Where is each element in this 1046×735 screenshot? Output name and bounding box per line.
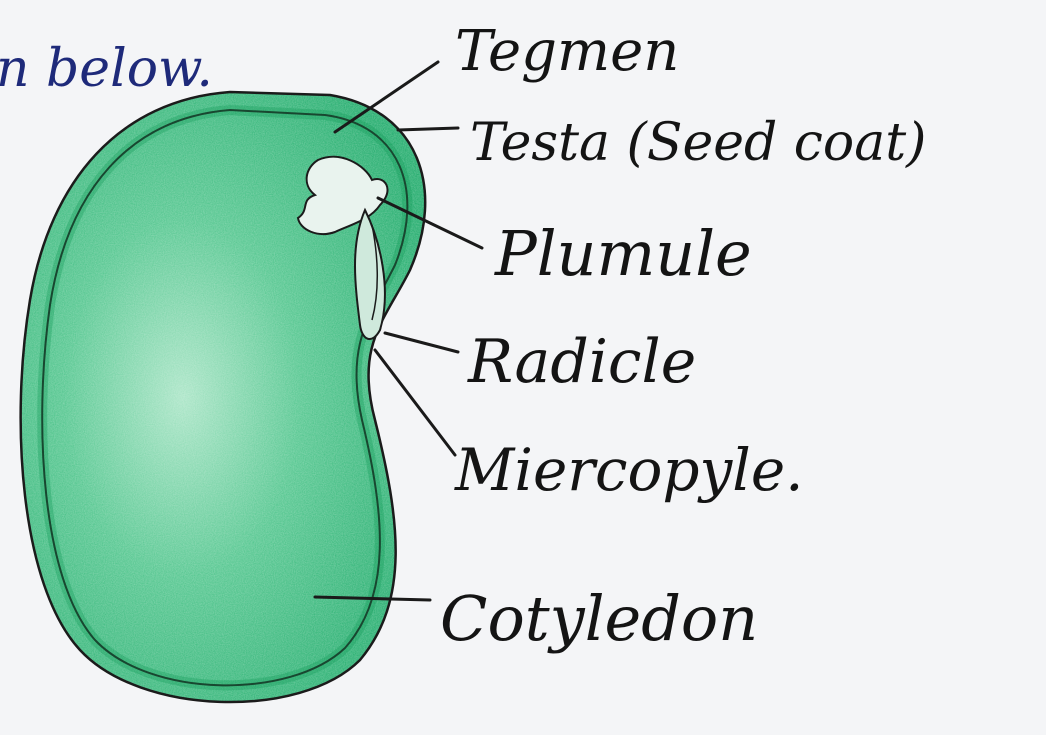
leader-testa: [398, 128, 458, 130]
leader-radicle: [385, 333, 458, 352]
label-cotyledon: Cotyledon: [440, 582, 758, 655]
label-plumule: Plumule: [494, 217, 752, 290]
leader-micropyle: [375, 350, 455, 455]
label-tegmen: Tegmen: [455, 19, 679, 84]
label-radicle: Radicle: [467, 327, 696, 397]
label-testa: Testa (Seed coat): [470, 113, 926, 173]
header-fragment: n below.: [0, 39, 213, 99]
label-micropyle: Miercopyle.: [454, 436, 804, 504]
